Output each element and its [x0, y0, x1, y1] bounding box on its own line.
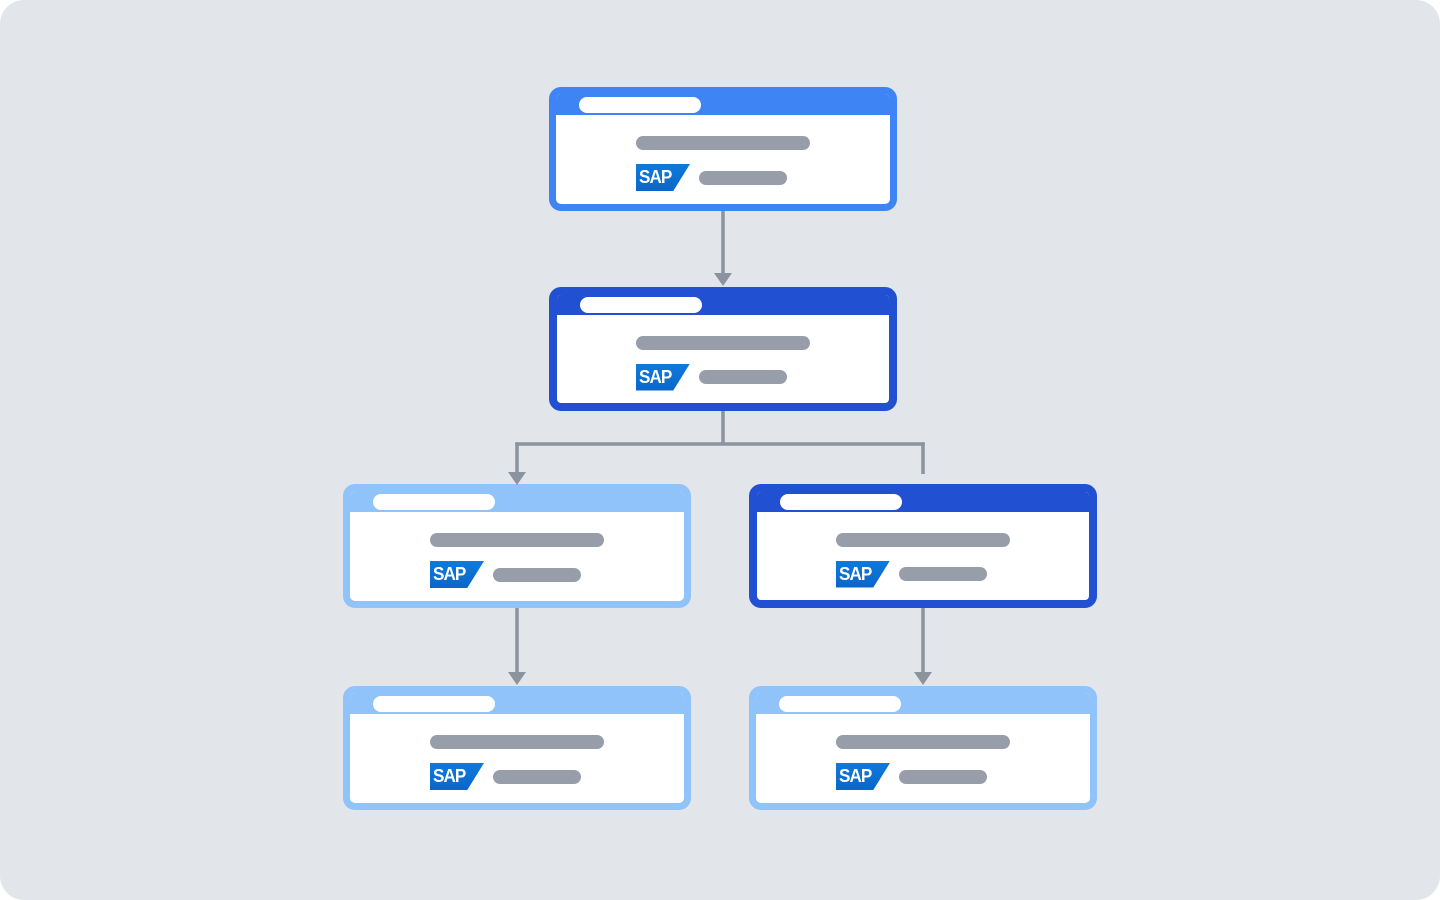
node-header — [556, 94, 890, 115]
node-header — [350, 491, 684, 512]
sap-logo-icon: SAP — [430, 561, 484, 588]
logo-row: SAP — [636, 363, 787, 391]
node-body: SAP — [757, 512, 1089, 600]
flow-node-node-2[interactable]: SAP — [549, 287, 897, 411]
node-content: SAP — [836, 735, 1010, 790]
node-content: SAP — [430, 533, 604, 588]
node-header — [756, 693, 1090, 714]
node-header — [557, 295, 889, 315]
flow-node-node-1[interactable]: SAP — [549, 87, 897, 211]
sap-logo-icon: SAP — [636, 363, 690, 391]
sap-logo-icon: SAP — [836, 560, 890, 588]
node-body: SAP — [557, 315, 889, 403]
text-placeholder-bar-large — [836, 532, 1010, 547]
text-placeholder-bar-large — [636, 335, 810, 350]
node-header — [757, 492, 1089, 512]
node-title-placeholder — [373, 493, 495, 510]
logo-row: SAP — [836, 763, 987, 790]
sap-logo-text: SAP — [433, 564, 466, 584]
sap-logo-text: SAP — [839, 766, 872, 786]
node-header — [350, 693, 684, 714]
node-title-placeholder — [579, 96, 701, 113]
text-placeholder-bar-small — [699, 370, 787, 384]
logo-row: SAP — [430, 763, 581, 790]
flow-node-node-6[interactable]: SAP — [749, 686, 1097, 810]
text-placeholder-bar-small — [699, 170, 787, 185]
sap-logo-icon: SAP — [430, 763, 484, 790]
logo-row: SAP — [430, 561, 581, 588]
text-placeholder-bar-large — [836, 735, 1010, 749]
node-content: SAP — [430, 735, 604, 790]
node-body: SAP — [556, 115, 890, 204]
flow-node-node-4[interactable]: SAP — [749, 484, 1097, 608]
node-content: SAP — [836, 532, 1010, 588]
node-title-placeholder — [373, 695, 495, 712]
text-placeholder-bar-large — [430, 735, 604, 749]
node-title-placeholder — [580, 297, 702, 313]
sap-logo-icon: SAP — [636, 164, 690, 191]
logo-row: SAP — [836, 560, 987, 588]
logo-row: SAP — [636, 164, 787, 191]
sap-logo-text: SAP — [639, 366, 672, 387]
node-title-placeholder — [779, 695, 901, 712]
node-body: SAP — [756, 714, 1090, 803]
node-content: SAP — [636, 136, 810, 191]
node-body: SAP — [350, 512, 684, 601]
text-placeholder-bar-small — [899, 769, 987, 784]
flow-node-node-5[interactable]: SAP — [343, 686, 691, 810]
flow-node-node-3[interactable]: SAP — [343, 484, 691, 608]
text-placeholder-bar-small — [493, 567, 581, 582]
text-placeholder-bar-large — [430, 533, 604, 547]
sap-logo-text: SAP — [433, 766, 466, 786]
node-content: SAP — [636, 335, 810, 391]
sap-logo-icon: SAP — [836, 763, 890, 790]
sap-logo-text: SAP — [839, 563, 872, 584]
text-placeholder-bar-small — [493, 769, 581, 784]
node-body: SAP — [350, 714, 684, 803]
sap-logo-text: SAP — [639, 167, 672, 187]
node-title-placeholder — [780, 494, 902, 510]
text-placeholder-bar-small — [899, 567, 987, 581]
text-placeholder-bar-large — [636, 136, 810, 150]
